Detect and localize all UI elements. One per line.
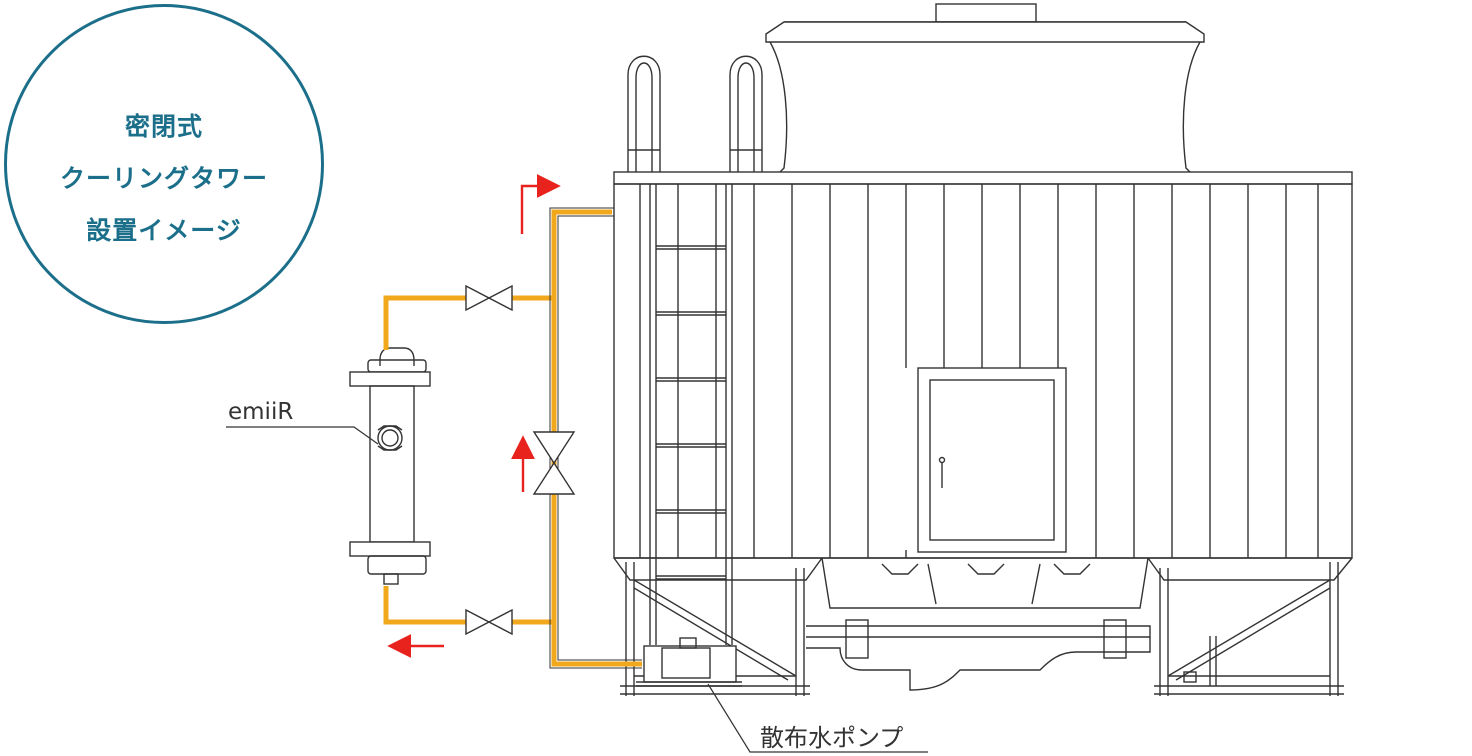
ladder [627, 55, 763, 645]
valve-bypass [532, 431, 576, 495]
badge-line-1: 密閉式 [124, 112, 203, 141]
emiir-label: emiiR [228, 399, 294, 425]
cooling-water-piping [383, 209, 642, 667]
badge-line-3: 設置イメージ [86, 216, 242, 245]
tower-body [613, 171, 1353, 559]
emiir-device [349, 347, 431, 585]
valve-lower [465, 608, 513, 636]
access-door [917, 367, 1067, 553]
basin-frame [613, 557, 1353, 696]
flow-arrow-out-top [520, 174, 561, 234]
valve-upper [465, 284, 513, 312]
pump-leader-line [707, 683, 928, 753]
pump-label: 散布水ポンプ [760, 724, 904, 752]
fan-stack [765, 3, 1205, 173]
badge-line-2: クーリングタワー [59, 164, 268, 193]
emiir-leader-line [226, 426, 379, 445]
title-badge: 密閉式 クーリングタワー 設置イメージ [4, 4, 324, 324]
spray-pump [636, 637, 742, 687]
